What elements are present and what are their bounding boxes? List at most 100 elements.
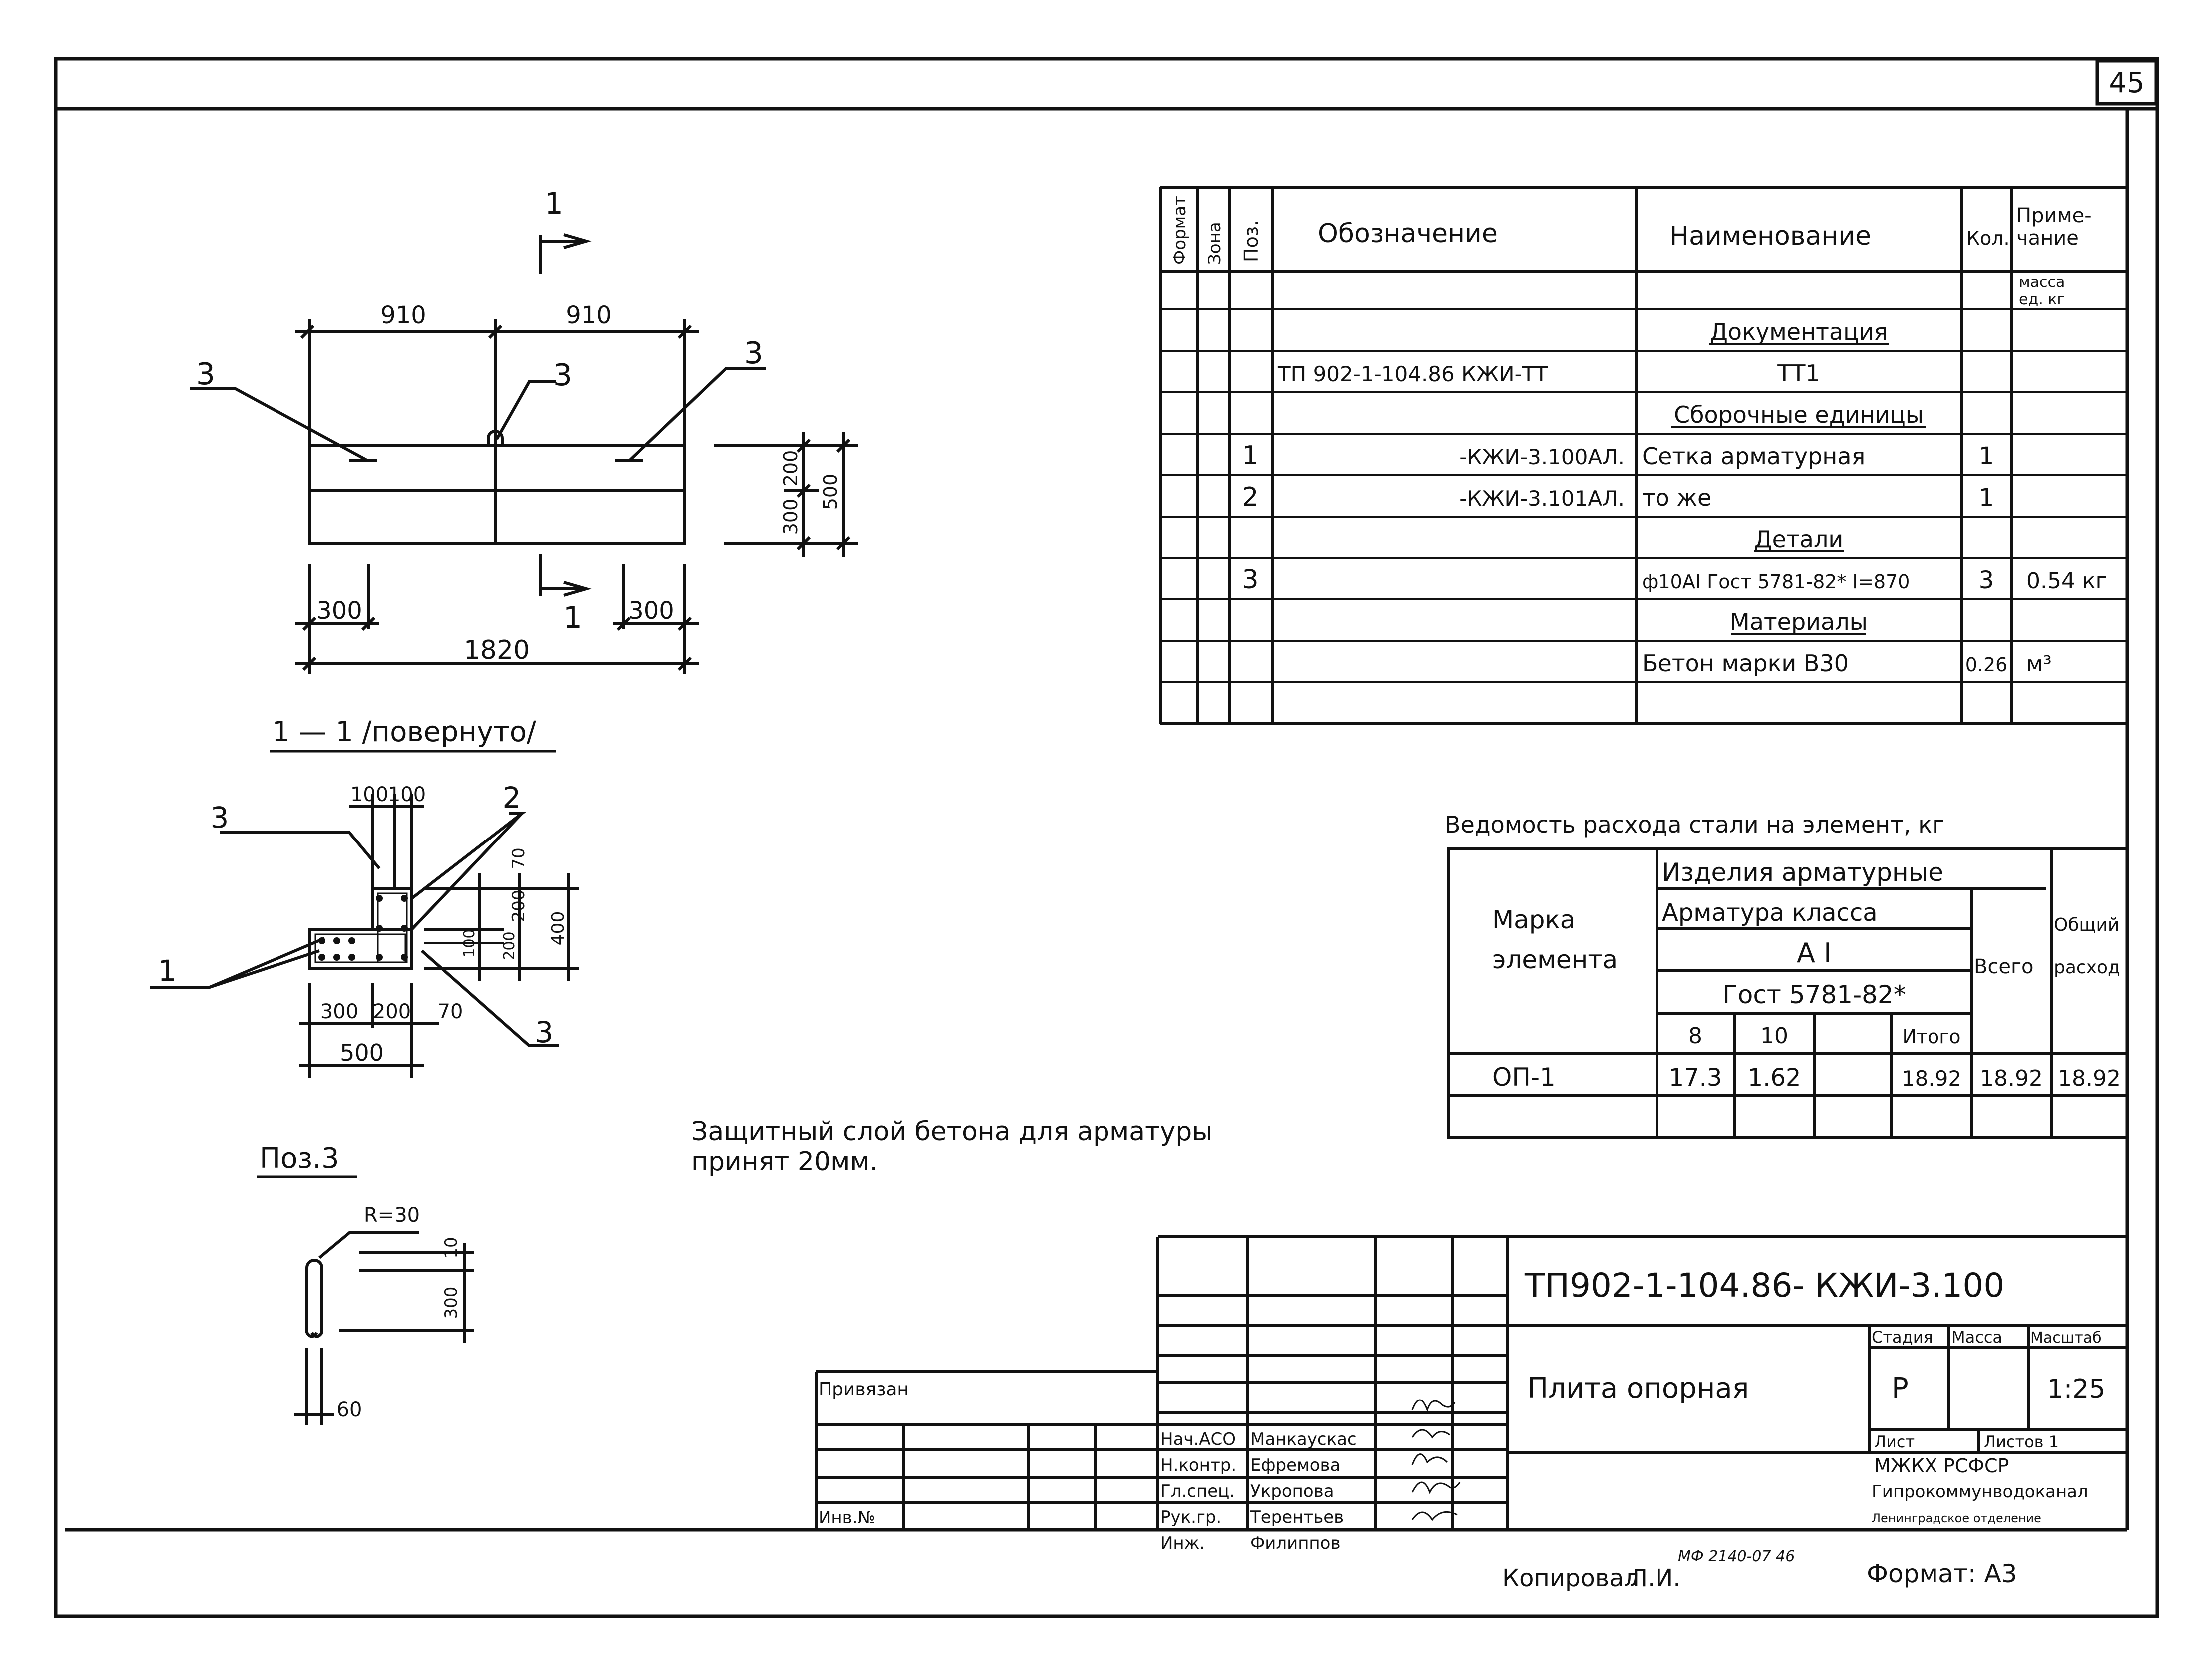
dim-300-right: 300 [628, 597, 674, 625]
spec-row-designation: -КЖИ-3.100АЛ. [1459, 445, 1625, 469]
spec-row-name: Бетон марки В30 [1642, 650, 1849, 677]
spec-h-zone: Зона [1205, 222, 1225, 265]
sec-dim-200-c: 200 [373, 1000, 411, 1023]
steel-mark-l2: элемента [1492, 945, 1618, 974]
steel-col-itogo: Итого [1902, 1026, 1960, 1048]
title-stage: Р [1892, 1372, 1909, 1404]
title-block [815, 1235, 2127, 1530]
pos3-dim-10: 10 [441, 1237, 461, 1258]
spec-row-designation: ТП 902-1-104.86 КЖИ-ТТ [1277, 362, 1548, 386]
sec-dim-100-a: 100 [350, 783, 388, 806]
section-view [150, 794, 579, 1078]
spec-h-designation: Обозначение [1318, 219, 1498, 249]
title-org-2: Гипрокоммунводоканал [1872, 1482, 2088, 1502]
spec-h-note-1: Приме- [2016, 204, 2092, 227]
steel-mark-l1: Марка [1492, 905, 1575, 934]
dim-910-left: 910 [380, 301, 426, 329]
leader-label-center: 3 [553, 358, 572, 393]
spec-row-name: Документация [1710, 318, 1888, 345]
sec-label-3-bottom: 3 [535, 1015, 553, 1049]
title-code: ТП902-1-104.86- КЖИ-3.100 [1524, 1266, 2004, 1305]
title-name: Плита опорная [1527, 1372, 1749, 1404]
dim-200-vert: 200 [780, 450, 802, 487]
title-stage-h: Стадия [1872, 1328, 1933, 1347]
title-role: Рук.гр. [1160, 1507, 1221, 1527]
sec-label-3-top: 3 [211, 801, 229, 835]
spec-h-qty: Кол. [1966, 227, 2010, 249]
pos3-dim-300: 300 [441, 1287, 461, 1319]
outer-frame [54, 57, 2159, 1618]
spec-table [1159, 186, 2127, 725]
spec-row-lines [1160, 308, 2127, 683]
title-sheets: Листов 1 [1984, 1432, 2059, 1451]
title-sheet: Лист [1874, 1432, 1915, 1451]
spec-row-name: то же [1642, 484, 1711, 511]
page-number-box [2095, 59, 2158, 106]
spec-row-name: ТТ1 [1777, 360, 1820, 387]
title-org-3: Ленинградское отделение [1872, 1511, 2041, 1525]
steel-table [1447, 847, 2129, 1139]
footer-stamp: МФ 2140-07 46 [1678, 1548, 1795, 1565]
spec-row-note: 0.54 кг [2026, 568, 2107, 594]
pos3-radius: R=30 [364, 1204, 420, 1227]
spec-row-qty: 1 [1979, 442, 1994, 470]
pos3-detail [294, 1231, 474, 1425]
plan-view [190, 233, 858, 674]
steel-vsego: Всего [1974, 955, 2034, 978]
spec-h-name: Наименование [1669, 221, 1871, 251]
steel-izd: Изделия арматурные [1662, 858, 1943, 887]
sec-label-2: 2 [503, 781, 521, 815]
steel-row-itogo: 18.92 [1902, 1066, 1961, 1091]
spec-rows: Документация ТП 902-1-104.86 КЖИ-ТТ ТТ1Сбо… [1242, 318, 2107, 677]
footer-format: Формат: А3 [1867, 1559, 2017, 1588]
dim-300-vert: 300 [780, 499, 802, 535]
spec-row-pos: 3 [1242, 565, 1258, 595]
title-org-1: МЖКХ РСФСР [1874, 1455, 2009, 1477]
title-person: Укропова [1250, 1481, 1334, 1501]
steel-class: А I [1797, 937, 1832, 969]
spec-row-name: Сборочные единицы [1674, 401, 1924, 428]
spec-h-note-2: чание [2016, 227, 2079, 250]
spec-row-note: м³ [2026, 651, 2052, 677]
spec-h-format: Формат [1170, 196, 1190, 265]
sec-dim-70: 70 [509, 847, 529, 869]
spec-h-pos: Поз. [1240, 220, 1262, 262]
sec-label-1: 1 [158, 954, 177, 988]
sec-dim-300: 300 [320, 1000, 358, 1023]
steel-row-mark: ОП-1 [1492, 1063, 1556, 1092]
title-person: Терентьев [1250, 1507, 1344, 1527]
sec-dim-200-a: 200 [509, 890, 529, 922]
footer-copied: Копировал [1502, 1564, 1639, 1592]
steel-total-l1: Общий [2054, 915, 2119, 935]
sec-dim-100-b: 100 [388, 783, 426, 806]
sec-dim-200-b: 200 [501, 931, 518, 960]
title-role: Нач.АСО [1160, 1429, 1236, 1449]
spec-row-qty: 1 [1979, 484, 1994, 512]
section-title: 1 — 1 /повернуто/ [272, 716, 536, 748]
note-line-2: принят 20мм. [691, 1147, 878, 1177]
pos3-dim-60: 60 [337, 1399, 362, 1421]
spec-row-qty: 3 [1979, 566, 1994, 594]
steel-title: Ведомость расхода стали на элемент, кг [1445, 811, 1944, 838]
sec-dim-400: 400 [548, 911, 568, 946]
title-person: Ефремова [1250, 1455, 1340, 1475]
spec-row-qty: 0.26 [1965, 654, 2008, 676]
title-person: Манкаускас [1250, 1429, 1357, 1449]
sec-dim-70-b: 70 [438, 1000, 463, 1023]
dim-500-vert: 500 [820, 474, 841, 510]
section-mark-top: 1 [545, 186, 563, 221]
steel-col-10: 10 [1760, 1023, 1788, 1049]
steel-row-total: 18.92 [2058, 1066, 2121, 1091]
dim-910-right: 910 [566, 301, 612, 329]
title-scale-h: Масштаб [2030, 1329, 2102, 1347]
sec-dim-500: 500 [340, 1039, 384, 1066]
title-role: Гл.спец. [1160, 1481, 1235, 1501]
title-inv: Инв.№ [819, 1508, 875, 1528]
steel-row-8: 17.3 [1669, 1064, 1722, 1092]
steel-gost: Гост 5781-82* [1722, 980, 1906, 1009]
leader-label-right: 3 [744, 336, 763, 371]
spec-row-name: Материалы [1730, 608, 1868, 635]
steel-arm: Арматура класса [1662, 899, 1878, 927]
